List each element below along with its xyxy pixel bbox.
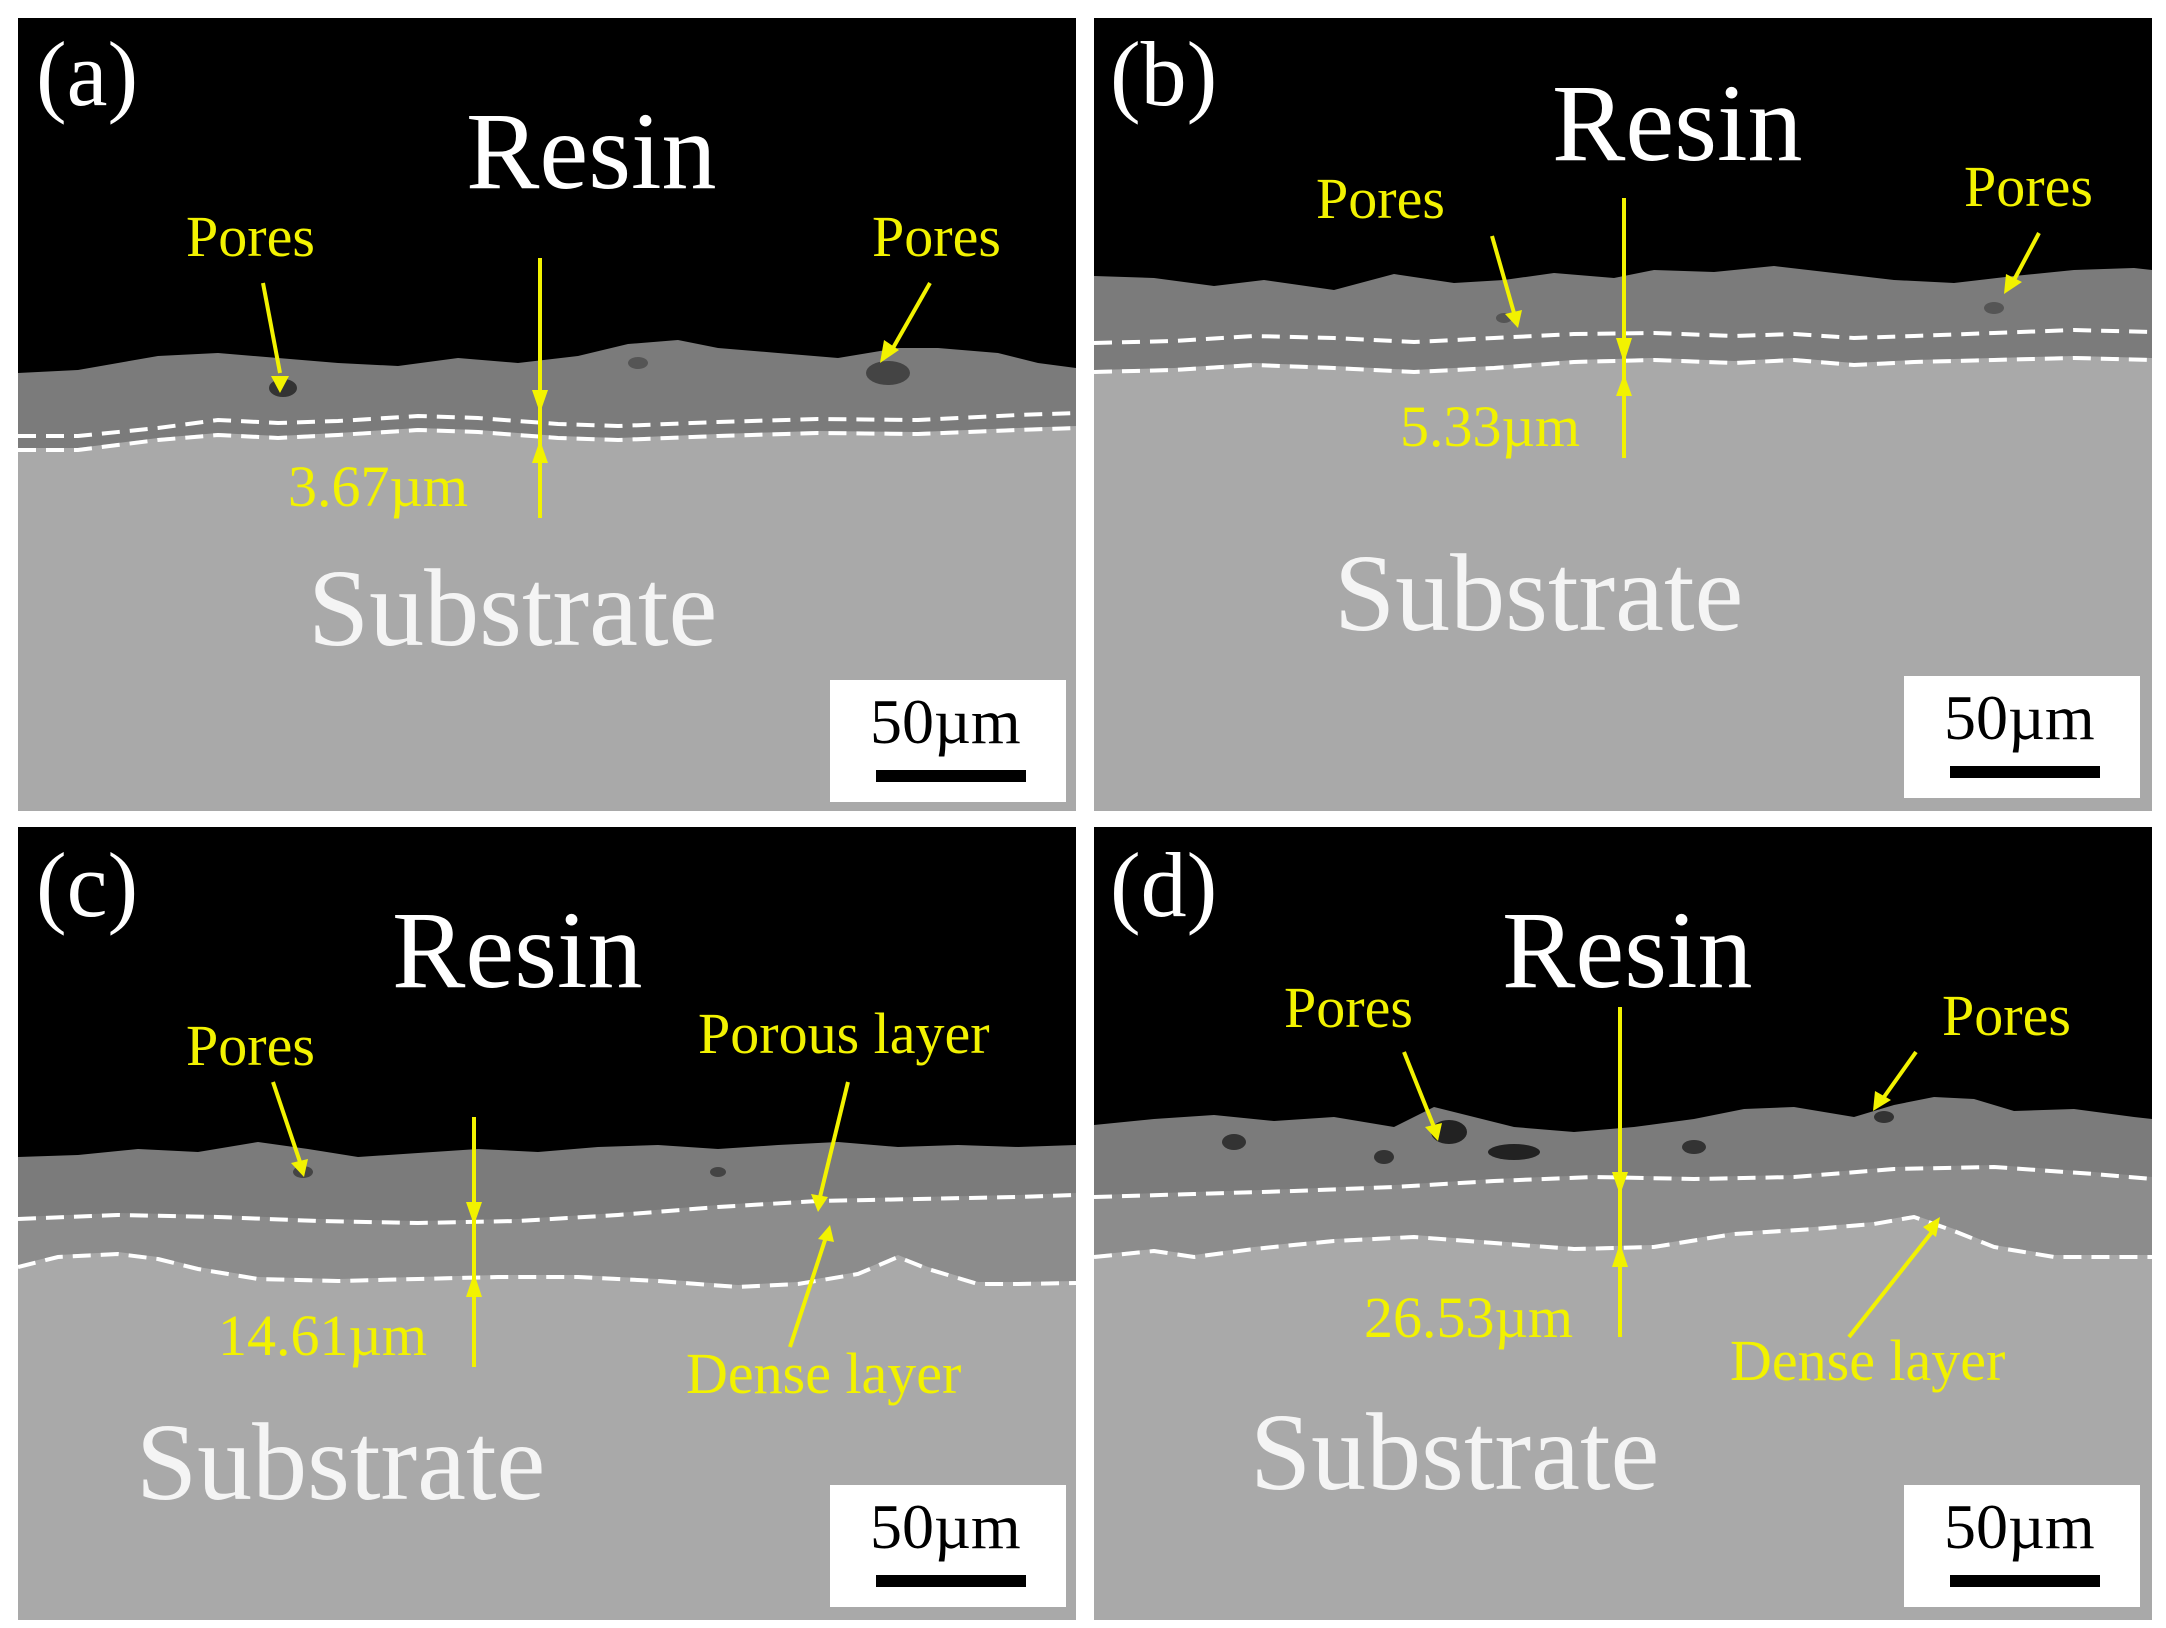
dashed-top-b (1094, 327, 2152, 345)
panel-c: (c) Resin Pores Porous layer Dense layer… (18, 827, 1076, 1620)
scale-bar-label: 50µm (870, 1491, 1021, 1562)
substrate-label: Substrate (136, 1401, 546, 1523)
pores-label: Pores (186, 1013, 315, 1078)
scale-bar-label: 50µm (870, 686, 1021, 757)
porous-layer-label: Porous layer (698, 1001, 990, 1066)
panel-a: (a) Resin Pores Pores 3.67µm Substrate 5… (18, 18, 1076, 811)
substrate-a (18, 426, 1076, 811)
thickness-label: 14.61µm (218, 1303, 428, 1368)
dashed-top-a (18, 411, 1076, 438)
substrate-label: Substrate (1334, 532, 1744, 654)
micrograph-a (18, 18, 1076, 811)
panel-label: (b) (1110, 23, 1218, 125)
pores-label-left: Pores (1316, 166, 1445, 231)
panel-label: (a) (36, 23, 139, 125)
substrate-label: Substrate (308, 547, 718, 669)
dashed-bottom-d (1094, 1214, 2152, 1260)
resin-label: Resin (1552, 62, 1803, 184)
dashed-bottom-c (18, 1251, 1076, 1290)
scale-bar-box: 50µm (830, 680, 1066, 802)
thickness-label: 26.53µm (1364, 1285, 1574, 1350)
dashed-top-c (18, 1193, 1076, 1226)
dense-layer-label: Dense layer (686, 1341, 962, 1406)
panel-label: (d) (1110, 834, 1218, 936)
thickness-label: 3.67µm (288, 454, 469, 519)
resin-label: Resin (466, 90, 717, 212)
panel-b: (b) Resin Pores Pores 5.33µm Substrate 5… (1094, 18, 2152, 811)
pores-label-left: Pores (1284, 975, 1413, 1040)
dense-layer-label: Dense layer (1730, 1328, 2006, 1393)
resin-label: Resin (1502, 889, 1753, 1011)
pores-label-right: Pores (1964, 154, 2093, 219)
dashed-bottom-a (18, 426, 1076, 452)
scale-bar-box: 50µm (830, 1485, 1066, 1607)
panel-d: (d) Resin Pores Pores Dense layer 26.53µ… (1094, 827, 2152, 1620)
scale-bar-box: 50µm (1904, 676, 2140, 798)
substrate-c (18, 1252, 1076, 1620)
resin-label: Resin (392, 889, 643, 1011)
scale-bar-label: 50µm (1944, 682, 2095, 753)
pores-label-right: Pores (1942, 983, 2071, 1048)
scale-bar-box: 50µm (1904, 1485, 2140, 1607)
substrate-label: Substrate (1250, 1391, 1660, 1513)
panel-label: (c) (36, 834, 139, 936)
substrate-b (1094, 356, 2152, 811)
micrograph-b (1094, 18, 2152, 811)
scale-bar-label: 50µm (1944, 1491, 2095, 1562)
thickness-label: 5.33µm (1400, 394, 1581, 459)
scale-bar (876, 1575, 1026, 1587)
pores-label-left: Pores (186, 204, 315, 269)
pores-label-right: Pores (872, 204, 1001, 269)
micrograph-d (1094, 827, 2152, 1620)
scale-bar (876, 770, 1026, 782)
scale-bar (1950, 766, 2100, 778)
scale-bar (1950, 1575, 2100, 1587)
dashed-bottom-b (1094, 355, 2152, 375)
substrate-d (1094, 1215, 2152, 1620)
dashed-top-d (1094, 1164, 2152, 1199)
